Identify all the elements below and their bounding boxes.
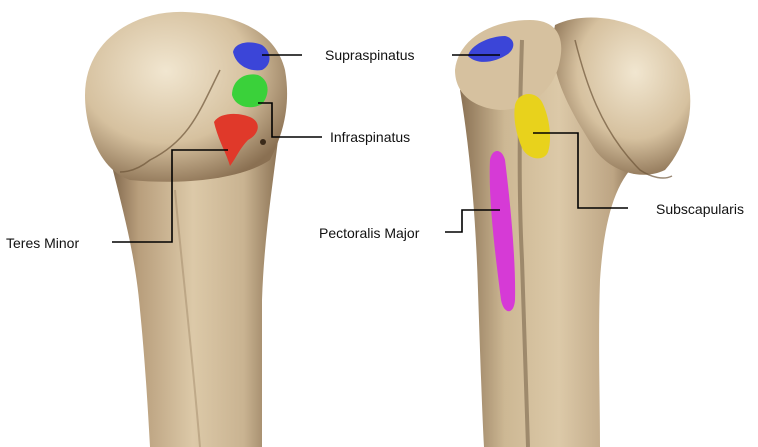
- label-teres-minor: Teres Minor: [6, 235, 79, 251]
- label-pectoralis-major: Pectoralis Major: [319, 225, 419, 241]
- left-nutrient-pit: [260, 139, 266, 145]
- right-humerus: [455, 18, 690, 447]
- label-supraspinatus: Supraspinatus: [325, 47, 415, 63]
- label-subscapularis: Subscapularis: [656, 201, 744, 217]
- left-humerus-shaft: [108, 140, 278, 447]
- left-humerus: [85, 12, 287, 447]
- label-infraspinatus: Infraspinatus: [330, 129, 410, 145]
